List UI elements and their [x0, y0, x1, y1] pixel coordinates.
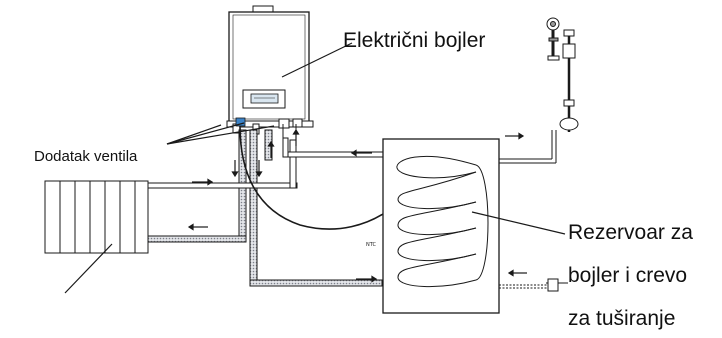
boiler-unit: [226, 5, 314, 142]
sensor-wire: [239, 125, 384, 230]
shower-head: [546, 17, 579, 132]
boiler-label: Električni bojler: [343, 29, 486, 52]
tank-label-line2: bojler i crevo: [568, 264, 688, 287]
valve-addon-label: Dodatak ventila: [34, 148, 138, 165]
coil-tank: NTC: [366, 138, 500, 314]
pipes: [146, 129, 568, 292]
tank-label-line1: Rezervoar za: [568, 221, 693, 244]
leader-lines: [64, 42, 566, 294]
tank-label-line3: za tuširanje: [568, 307, 676, 330]
flow-arrows: [187, 128, 527, 283]
radiator: [44, 180, 149, 254]
ntc-label: NTC: [366, 242, 377, 248]
